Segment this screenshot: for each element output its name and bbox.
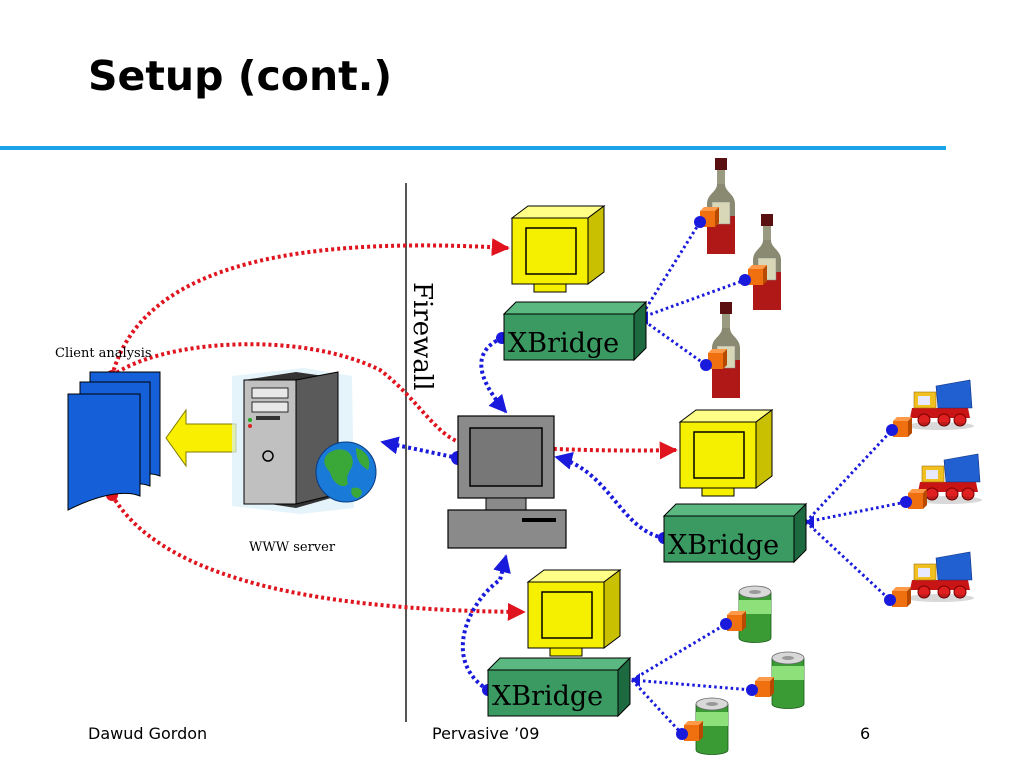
monitor-icon (679, 409, 773, 497)
xbridge-bottom: XBridge (487, 657, 631, 717)
wine-bottle-icon (706, 157, 736, 255)
toy-truck-icon (905, 379, 975, 431)
toy-truck-icon (905, 551, 975, 603)
red-links (110, 238, 678, 621)
xbridge-label: XBridge (492, 681, 603, 712)
document-stack-icon (67, 371, 161, 511)
monitor-icon (527, 569, 621, 657)
xbridge-label: XBridge (508, 328, 619, 359)
can-icon (771, 651, 805, 709)
server-tower-icon (232, 368, 354, 514)
footer-page-number: 6 (860, 724, 871, 743)
www-server-label: WWW server (249, 540, 336, 555)
slide-title: Setup (cont.) (88, 52, 393, 100)
wine-bottle-icon (752, 213, 782, 311)
firewall-label: Firewall (407, 282, 437, 391)
client-analysis-label: Client analysis (55, 346, 152, 361)
yellow-arrow-icon (165, 408, 237, 468)
sensor-node-icon (755, 677, 774, 697)
xbridge-middle: XBridge (663, 503, 807, 563)
xbridge-top: XBridge (503, 301, 647, 361)
pc-icon (447, 415, 567, 549)
footer-author: Dawud Gordon (88, 724, 208, 743)
sensor-node-icon (748, 265, 767, 285)
blue-links (380, 336, 665, 692)
globe-icon (315, 441, 377, 503)
monitor-icon (511, 205, 605, 293)
title-rule (0, 146, 946, 150)
footer-venue: Pervasive ’09 (432, 724, 540, 743)
xbridge-label: XBridge (668, 530, 779, 561)
